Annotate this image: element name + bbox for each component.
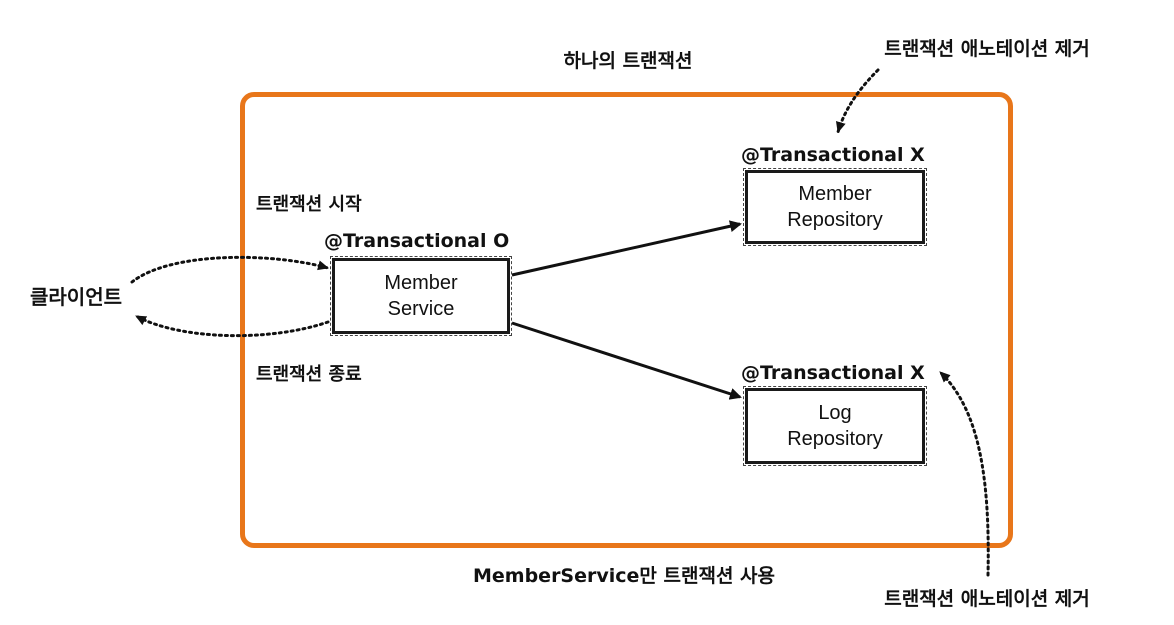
member-repo-box: Member Repository: [743, 168, 927, 246]
client-label: 클라이언트: [30, 285, 122, 309]
member-repo-name-line2: Repository: [787, 209, 883, 231]
transaction-end-label: 트랜잭션 종료: [256, 364, 362, 385]
transaction-caption: MemberService만 트랜잭션 사용: [472, 565, 776, 587]
arrow-note-to-log-repo-annotation: [938, 370, 990, 577]
log-repo-name-line2: Repository: [787, 428, 883, 450]
transaction-boundary: [240, 92, 1013, 548]
member-service-name-line2: Service: [387, 298, 455, 320]
arrow-service-to-client: [134, 314, 330, 338]
arrow-service-to-log-repo: [511, 321, 742, 400]
member-repo-note: 트랜잭션 애노테이션 제거: [884, 38, 1090, 60]
arrow-service-to-member-repo: [511, 220, 742, 277]
log-repo-name-line1: Log: [818, 402, 852, 424]
member-service-annotation: @Transactional O: [324, 230, 510, 252]
arrow-note-to-member-repo-annotation: [836, 68, 880, 134]
log-repo-box: Log Repository: [743, 386, 927, 466]
arrow-client-to-service: [130, 255, 330, 284]
transaction-start-label: 트랜잭션 시작: [256, 194, 362, 215]
transaction-title: 하나의 트랜잭션: [563, 50, 693, 72]
member-service-box: Member Service: [330, 256, 512, 336]
member-repo-annotation: @Transactional X: [741, 144, 925, 166]
log-repo-note: 트랜잭션 애노테이션 제거: [884, 588, 1090, 610]
member-service-name-line1: Member: [384, 272, 458, 294]
member-repo-name-line1: Member: [798, 183, 872, 205]
log-repo-annotation: @Transactional X: [741, 362, 925, 384]
